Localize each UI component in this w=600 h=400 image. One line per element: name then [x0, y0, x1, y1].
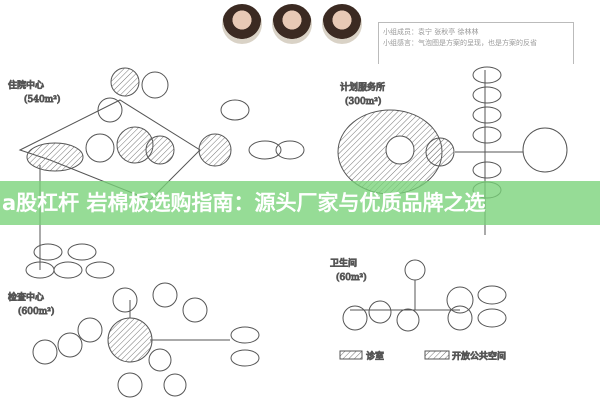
member-photo [222, 4, 262, 44]
title-banner: a股杠杆 岩棉板选购指南：源头厂家与优质品牌之选 [0, 181, 600, 225]
zone-area: (60m²) [336, 272, 367, 283]
zone-area: (540m²) [24, 94, 60, 105]
member-photos [222, 4, 362, 44]
zone-title: 检查中心 [8, 291, 44, 303]
exam-zone: 检查中心 (600m²) [8, 282, 260, 398]
member-photo [322, 4, 362, 44]
planning-zone: 计划服务所 (300m²) [337, 66, 568, 235]
reflection-label: 小组感言： [383, 39, 418, 47]
legend-consult: 诊室 [366, 350, 384, 362]
members-label: 小组成员： [383, 28, 418, 36]
members: 袁宁 张秋亭 徐林林 [418, 28, 479, 36]
member-photo [272, 4, 312, 44]
zone-title: 卫生间 [330, 257, 357, 269]
members-line: 小组成员：袁宁 张秋亭 徐林林 [383, 27, 573, 38]
group-info-box: 小组成员：袁宁 张秋亭 徐林林 小组感言：气泡图是方案的呈现，也是方案的反省 [378, 22, 574, 64]
zone-area: (600m²) [18, 306, 54, 317]
legend: 诊室 开放公共空间 [339, 350, 507, 363]
legend-public: 开放公共空间 [452, 350, 506, 362]
zone-title: 住院中心 [8, 79, 44, 91]
restroom-zone: 卫生间 (60m²) [330, 257, 507, 332]
reflection: 气泡图是方案的呈现，也是方案的反省 [418, 39, 537, 47]
zone-title: 计划服务所 [340, 81, 385, 93]
inpatient-zone: 住院中心 (540m²) [8, 67, 305, 279]
reflection-line: 小组感言：气泡图是方案的呈现，也是方案的反省 [383, 38, 573, 49]
zone-area: (300m²) [345, 96, 381, 107]
